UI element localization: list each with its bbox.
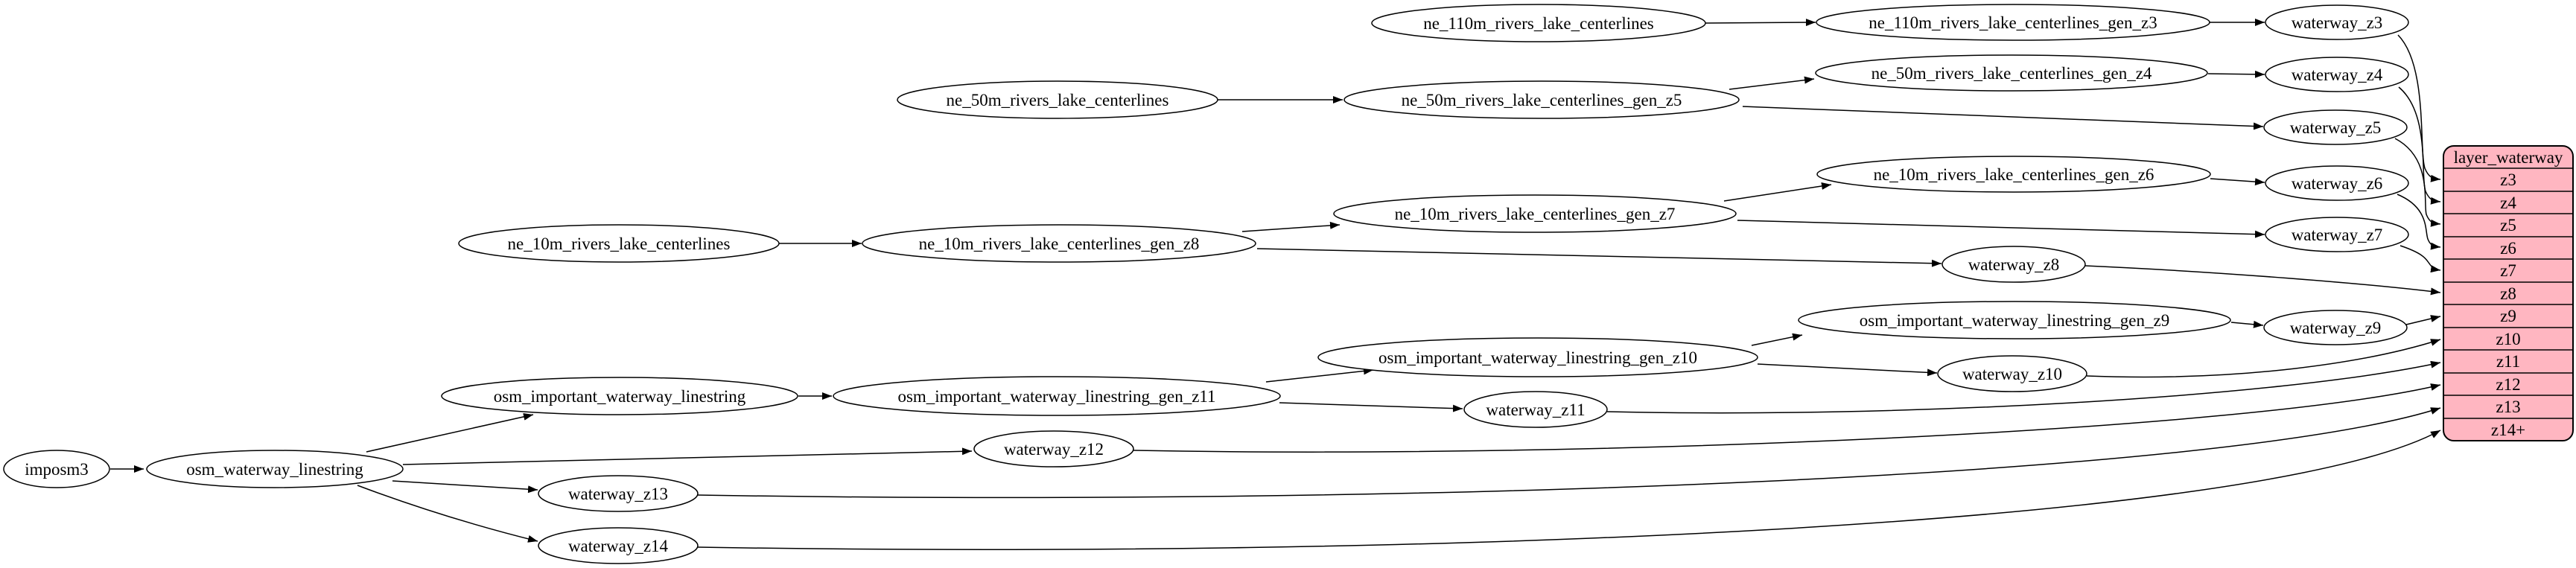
table-title: layer_waterway (2454, 148, 2563, 167)
node-osm_important_waterway_linestring_gen_z10: osm_important_waterway_linestring_gen_z1… (1317, 337, 1758, 377)
node-ne_110m_rivers_lake_centerlines: ne_110m_rivers_lake_centerlines (1371, 4, 1706, 42)
node-waterway_z14-label: waterway_z14 (568, 537, 669, 555)
edge-gen_z9--waterway_z9 (2230, 320, 2264, 328)
node-waterway_z14: waterway_z14 (538, 527, 699, 564)
node-waterway_z10: waterway_z10 (1937, 355, 2087, 392)
node-ne_50m_rivers_lake_centerlines_gen_z5: ne_50m_rivers_lake_centerlines_gen_z5 (1343, 80, 1740, 119)
node-waterway_z13-label: waterway_z13 (568, 485, 668, 503)
node-waterway_z5-label: waterway_z5 (2290, 118, 2382, 137)
node-waterway_z5: waterway_z5 (2263, 109, 2408, 145)
node-waterway_z4: waterway_z4 (2265, 57, 2409, 92)
node-ne_10m_rivers_lake_centerlines_gen_z6: ne_10m_rivers_lake_centerlines_gen_z6 (1816, 156, 2211, 193)
node-osm_important_waterway_linestring: osm_important_waterway_linestring (441, 377, 798, 415)
node-waterway_z8-label: waterway_z8 (1968, 255, 2060, 274)
edge-waterway_z5--row_z5 (2394, 138, 2441, 227)
node-waterway_z13: waterway_z13 (538, 475, 699, 512)
table-row-z12: z12 (2496, 375, 2520, 394)
node-ne_110m_rivers_lake_centerlines_gen_z3-label: ne_110m_rivers_lake_centerlines_gen_z3 (1869, 13, 2157, 32)
table-row-z5: z5 (2500, 216, 2516, 234)
node-waterway_z11-label: waterway_z11 (1486, 401, 1585, 419)
edge-gen_z10--gen_z9 (1751, 333, 1803, 346)
table-row-z11: z11 (2496, 352, 2520, 371)
edge-waterway_z9--row_z9 (2405, 315, 2441, 325)
table-row-z13: z13 (2496, 398, 2520, 416)
edge-gen_z11--gen_z10 (1265, 367, 1374, 383)
node-waterway_z9: waterway_z9 (2263, 310, 2408, 345)
edge-gen_z5--waterway_z5 (1742, 106, 2264, 130)
table-row-z14: z14+ (2491, 421, 2525, 439)
table-row-z6: z6 (2500, 239, 2516, 258)
node-osm_important_waterway_linestring_gen_z9-label: osm_important_waterway_linestring_gen_z9 (1860, 311, 2169, 330)
node-ne_50m_rivers_lake_centerlines: ne_50m_rivers_lake_centerlines (897, 80, 1218, 119)
node-ne_10m_rivers_lake_centerlines_gen_z6-label: ne_10m_rivers_lake_centerlines_gen_z6 (1874, 165, 2154, 184)
node-waterway_z9-label: waterway_z9 (2290, 319, 2382, 337)
edge-osm_waterway_linestring--waterway_z13 (392, 480, 538, 494)
node-ne_110m_rivers_lake_centerlines_gen_z3: ne_110m_rivers_lake_centerlines_gen_z3 (1816, 4, 2210, 41)
edge-waterway_z12--row_z12 (1133, 383, 2441, 453)
edge-waterway_z3--row_z3 (2397, 34, 2441, 182)
edge-gen_z8--gen_z7 (1241, 221, 1341, 232)
table-background (2443, 145, 2574, 441)
table-row-z7: z7 (2500, 261, 2516, 280)
node-imposm3-label: imposm3 (25, 460, 89, 479)
node-osm_important_waterway_linestring_gen_z10-label: osm_important_waterway_linestring_gen_z1… (1378, 348, 1697, 367)
node-waterway_z12: waterway_z12 (973, 430, 1134, 468)
node-ne_10m_rivers_lake_centerlines_gen_z7: ne_10m_rivers_lake_centerlines_gen_z7 (1333, 194, 1737, 233)
edge-gen_z5--gen_z4 (1729, 76, 1815, 90)
edge-waterway_z7--row_z7 (2400, 245, 2441, 273)
node-waterway_z7-label: waterway_z7 (2292, 226, 2383, 244)
edge-gen_z8--waterway_z8 (1256, 248, 1942, 267)
node-osm_waterway_linestring: osm_waterway_linestring (146, 450, 404, 488)
edge-waterway_z14--row_z14 (697, 430, 2441, 550)
node-ne_50m_rivers_lake_centerlines_gen_z5-label: ne_50m_rivers_lake_centerlines_gen_z5 (1402, 91, 1682, 109)
node-ne_10m_rivers_lake_centerlines_gen_z8-label: ne_10m_rivers_lake_centerlines_gen_z8 (919, 234, 1200, 253)
node-osm_important_waterway_linestring_gen_z11-label: osm_important_waterway_linestring_gen_z1… (897, 387, 1215, 406)
node-ne_10m_rivers_lake_centerlines: ne_10m_rivers_lake_centerlines (458, 224, 780, 263)
node-waterway_z6: waterway_z6 (2265, 165, 2409, 201)
edge-waterway_z10--row_z10 (2086, 339, 2441, 378)
edge-gen_z7--waterway_z7 (1737, 220, 2265, 238)
node-waterway_z6-label: waterway_z6 (2292, 174, 2383, 193)
edge-ne_110m--gen_z3 (1705, 19, 1816, 27)
node-osm_waterway_linestring-label: osm_waterway_linestring (186, 460, 363, 479)
edge-waterway_z11--row_z11 (1606, 360, 2441, 414)
node-waterway_z7: waterway_z7 (2265, 217, 2409, 252)
edge-gen_z11--waterway_z11 (1279, 402, 1463, 412)
node-waterway_z3: waterway_z3 (2265, 4, 2409, 40)
node-waterway_z4-label: waterway_z4 (2292, 66, 2383, 84)
edge-osm_waterway_linestring--waterway_z14 (357, 485, 538, 543)
node-waterway_z3-label: waterway_z3 (2292, 13, 2383, 32)
node-waterway_z10-label: waterway_z10 (1962, 365, 2062, 383)
edge-osm_waterway_linestring--osm_important_waterway_linestring (366, 412, 534, 453)
table-row-z4: z4 (2500, 194, 2516, 212)
node-ne_110m_rivers_lake_centerlines-label: ne_110m_rivers_lake_centerlines (1423, 14, 1654, 33)
node-waterway_z8: waterway_z8 (1941, 246, 2086, 283)
edge-gen_z7--gen_z6 (1723, 182, 1832, 202)
edge-waterway_z6--row_z6 (2397, 194, 2441, 250)
table-row-z8: z8 (2500, 284, 2516, 303)
table-row-z10: z10 (2496, 330, 2520, 348)
node-waterway_z12-label: waterway_z12 (1004, 440, 1104, 459)
edge-waterway_z8--row_z8 (2084, 265, 2441, 296)
node-ne_50m_rivers_lake_centerlines-label: ne_50m_rivers_lake_centerlines (947, 91, 1169, 109)
node-ne_10m_rivers_lake_centerlines-label: ne_10m_rivers_lake_centerlines (508, 234, 731, 253)
edge-waterway_z13--row_z13 (697, 407, 2441, 499)
node-osm_important_waterway_linestring_gen_z11: osm_important_waterway_linestring_gen_z1… (833, 376, 1281, 416)
table-row-z9: z9 (2500, 307, 2516, 325)
node-osm_important_waterway_linestring_gen_z9: osm_important_waterway_linestring_gen_z9 (1798, 301, 2231, 339)
node-ne_10m_rivers_lake_centerlines_gen_z7-label: ne_10m_rivers_lake_centerlines_gen_z7 (1395, 205, 1676, 223)
node-osm_important_waterway_linestring-label: osm_important_waterway_linestring (494, 387, 746, 406)
table-layer-waterway: layer_waterway z3 z4 z5 z6 z7 z8 z9 z10 … (2443, 145, 2574, 441)
edge-osm_waterway_linestring--waterway_z12 (402, 447, 973, 465)
edge-gen_z10--waterway_z10 (1757, 363, 1938, 377)
node-waterway_z11: waterway_z11 (1463, 391, 1608, 428)
node-ne_50m_rivers_lake_centerlines_gen_z4-label: ne_50m_rivers_lake_centerlines_gen_z4 (1871, 64, 2152, 83)
node-imposm3: imposm3 (3, 450, 110, 488)
node-ne_50m_rivers_lake_centerlines_gen_z4: ne_50m_rivers_lake_centerlines_gen_z4 (1815, 54, 2208, 92)
edge-gen_z6--waterway_z6 (2210, 178, 2265, 186)
node-ne_10m_rivers_lake_centerlines_gen_z8: ne_10m_rivers_lake_centerlines_gen_z8 (862, 224, 1256, 263)
edges (110, 19, 2441, 550)
table-row-z3: z3 (2500, 170, 2516, 189)
